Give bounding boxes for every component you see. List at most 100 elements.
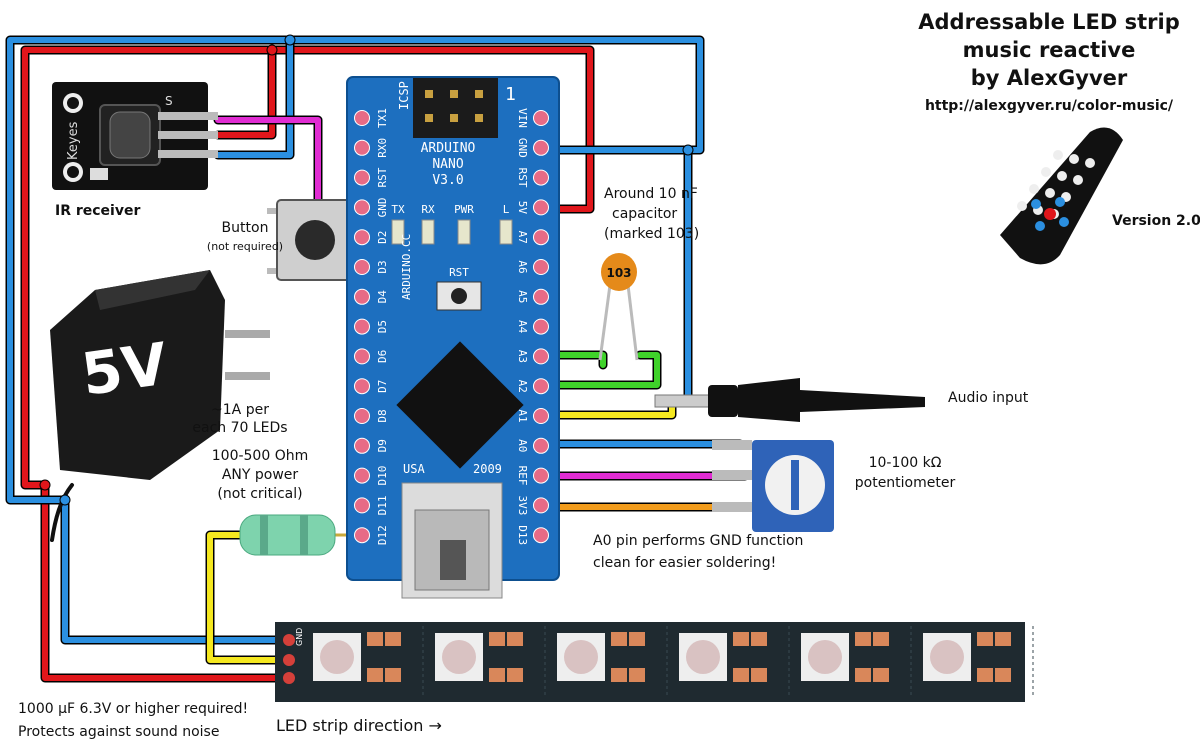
left-pin-pad	[354, 139, 370, 156]
capacitor-103: 103	[598, 253, 639, 361]
left-pin-label: GND	[376, 197, 389, 217]
ir-receiver-label: IR receiver	[55, 203, 141, 219]
board-rst-label: RST	[449, 266, 469, 279]
right-pin-pad	[533, 139, 549, 156]
board-icsp: ICSP	[397, 81, 411, 110]
right-pin-label: D13	[516, 525, 529, 545]
left-pin-pad	[354, 467, 370, 484]
strip-direction-label: LED strip direction →	[276, 716, 442, 735]
pot-label-2: potentiometer	[854, 475, 956, 491]
remote-key-down	[1059, 217, 1069, 227]
board-vendor: ARDUINO.CC	[400, 234, 413, 300]
resistor-label-2: ANY power	[221, 467, 299, 483]
capacitor-label-3: (marked 103)	[604, 226, 700, 242]
left-pin-label: D5	[376, 320, 389, 333]
board-one: 1	[505, 84, 516, 105]
audio-jack	[654, 378, 925, 422]
audio-input-label: Audio input	[948, 390, 1029, 406]
board-year: 2009	[473, 462, 502, 476]
adapter-cable	[50, 483, 74, 542]
title-url: http://alexgyver.ru/color-music/	[924, 98, 1174, 114]
strip-pad	[751, 632, 767, 646]
right-pin-label: A2	[516, 380, 529, 393]
title-line3: by AlexGyver	[970, 66, 1128, 90]
left-pin-label: D10	[376, 466, 389, 486]
remote-key	[1085, 158, 1095, 168]
left-pin-pad	[354, 378, 370, 395]
version-label: Version 2.0	[1112, 213, 1200, 229]
led-lens	[930, 640, 964, 674]
power-adapter: 5V	[50, 270, 270, 480]
right-pin-label: GND	[516, 138, 529, 158]
remote-key	[1069, 154, 1079, 164]
strip-pad	[367, 632, 383, 646]
strip-pad	[977, 632, 993, 646]
led-lens	[686, 640, 720, 674]
strip-cap-note-1: 1000 μF 6.3V or higher required!	[18, 701, 249, 717]
left-pin-pad	[354, 437, 370, 454]
board-led	[457, 219, 471, 245]
strip-pad	[873, 668, 889, 682]
left-pin-pad	[354, 497, 370, 514]
capacitor-marking: 103	[606, 266, 631, 280]
strip-pad	[385, 668, 401, 682]
strip-pad	[385, 632, 401, 646]
right-pin-label: A4	[516, 320, 529, 334]
left-pin-pad	[354, 348, 370, 365]
right-pin-pad	[533, 169, 549, 186]
led-lens	[564, 640, 598, 674]
remote-key	[1017, 201, 1027, 211]
left-pin-pad	[354, 229, 370, 246]
board-led-label: RX	[421, 203, 435, 216]
board-led	[421, 219, 435, 245]
strip-pad	[629, 632, 645, 646]
right-pin-pad	[533, 199, 549, 216]
potentiometer	[712, 440, 834, 532]
strip-pad	[507, 632, 523, 646]
led-lens	[320, 640, 354, 674]
left-pin-label: D12	[376, 525, 389, 545]
button-label: Button	[221, 220, 269, 236]
right-pin-pad	[533, 437, 549, 454]
left-pin-pad	[354, 169, 370, 186]
left-pin-label: D3	[376, 260, 389, 273]
remote-key-up	[1031, 199, 1041, 209]
right-pin-pad	[533, 378, 549, 395]
right-pin-pad	[533, 527, 549, 544]
ir-module-text: Keyes	[66, 121, 81, 160]
led-lens	[808, 640, 842, 674]
strip-pad	[489, 668, 505, 682]
resistor-label-1: 100-500 Ohm	[211, 448, 309, 464]
ir-pin-s: S	[165, 94, 173, 108]
right-pin-label: VIN	[516, 108, 529, 128]
board-led	[391, 219, 405, 245]
right-pin-label: 3V3	[516, 495, 529, 515]
button-note: (not required)	[206, 240, 284, 253]
led-lens	[442, 640, 476, 674]
right-pin-label: A1	[516, 409, 529, 422]
left-pin-label: D11	[376, 495, 389, 515]
board-led-label: L	[503, 203, 510, 216]
left-pin-label: D6	[376, 350, 389, 363]
right-pin-label: 5V	[516, 201, 529, 215]
left-pin-label: D8	[376, 409, 389, 422]
a0-note-2: clean for easier soldering!	[593, 555, 777, 571]
led-strip: GND	[275, 622, 1034, 702]
resistor-label-3: (not critical)	[217, 486, 303, 502]
board-line3: V3.0	[432, 173, 463, 188]
board-usa: USA	[403, 462, 425, 476]
remote-key-ok	[1044, 208, 1056, 220]
right-pin-label: A5	[516, 290, 529, 303]
remote-key-left	[1035, 221, 1045, 231]
right-pin-label: A7	[516, 231, 529, 244]
right-pin-pad	[533, 497, 549, 514]
blue-wire	[5, 35, 745, 645]
right-pin-label: A3	[516, 350, 529, 363]
right-pin-pad	[533, 110, 549, 126]
remote-key	[1057, 171, 1067, 181]
